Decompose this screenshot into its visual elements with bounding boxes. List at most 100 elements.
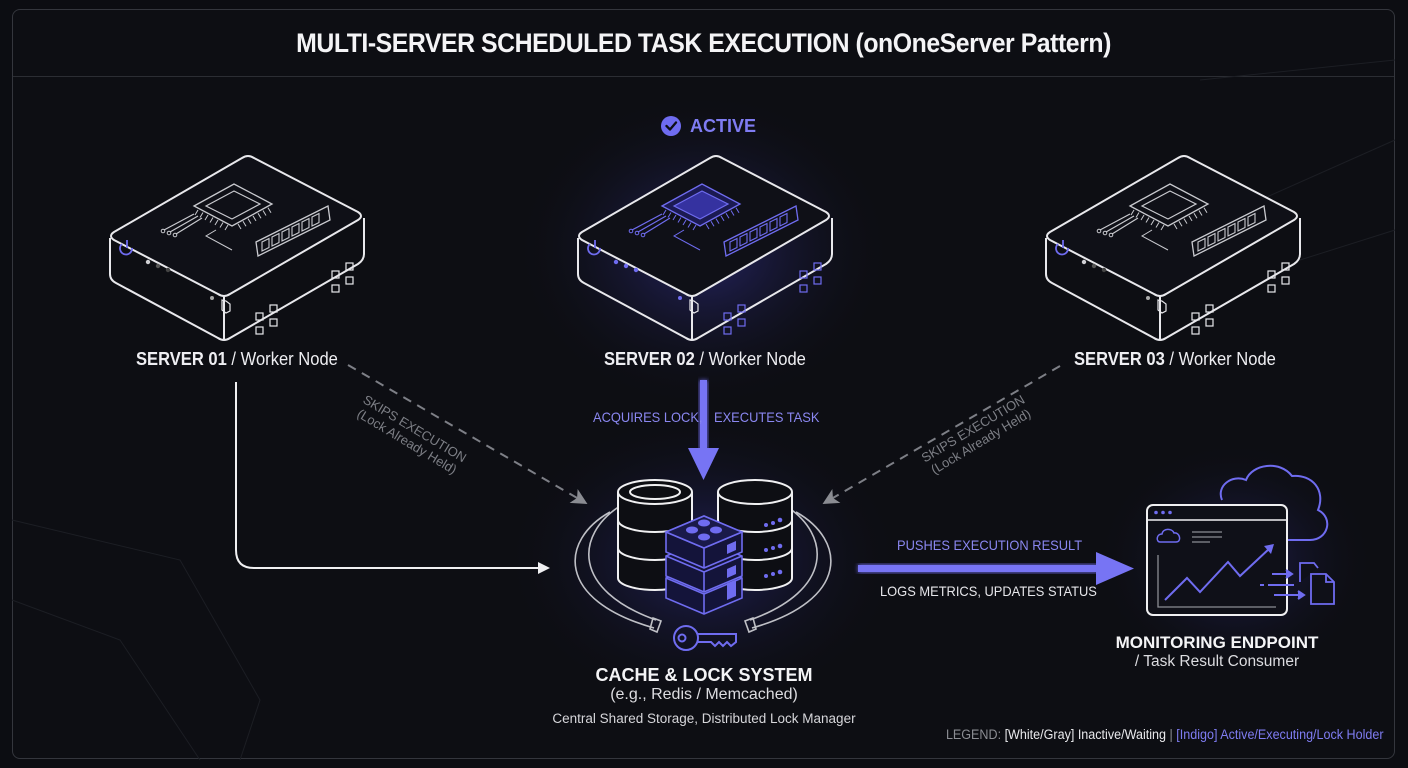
circuit-traces <box>1099 213 1139 235</box>
status-led <box>1081 259 1087 265</box>
legend-inactive: [White/Gray] Inactive/Waiting <box>1005 727 1167 742</box>
port-icon <box>723 312 732 321</box>
status-led <box>1101 267 1107 273</box>
legend-separator: | <box>1169 727 1174 742</box>
port-icon <box>1281 276 1290 285</box>
executes-task-label: EXECUTES TASK <box>714 409 820 425</box>
port-icon <box>737 318 746 327</box>
ram-stick-icon <box>1191 205 1267 257</box>
server-01-label: SERVER 01 / Worker Node <box>136 349 338 370</box>
status-led <box>210 296 214 300</box>
status-led <box>623 263 629 269</box>
port-icon <box>1267 284 1276 293</box>
status-led <box>1091 263 1097 269</box>
status-led <box>1146 296 1150 300</box>
power-icon <box>1055 240 1069 256</box>
ram-stick-icon <box>255 205 331 257</box>
server-02-icon[interactable] <box>577 155 833 341</box>
server-top <box>578 155 830 297</box>
legend-prefix: LEGEND: <box>946 727 1002 742</box>
status-led <box>613 259 619 265</box>
document-icon <box>1299 562 1335 605</box>
server-01-connector <box>235 382 550 574</box>
database-status-dots <box>764 517 783 578</box>
port-icon <box>255 326 264 335</box>
title-bar: MULTI-SERVER SCHEDULED TASK EXECUTION (o… <box>13 10 1394 77</box>
monitoring-title: MONITORING ENDPOINT <box>1115 633 1319 652</box>
power-icon <box>119 240 133 256</box>
background-decoration <box>11 59 1396 761</box>
server-02-role: / Worker Node <box>699 349 806 369</box>
legend: LEGEND: [White/Gray] Inactive/Waiting | … <box>946 727 1384 742</box>
legend-active: [Indigo] Active/Executing/Lock Holder <box>1176 727 1384 742</box>
cache-lock-system-icon[interactable] <box>574 479 832 651</box>
port-icon <box>345 276 354 285</box>
port-icon <box>255 312 264 321</box>
status-led <box>633 267 639 273</box>
port-icon <box>799 270 808 279</box>
server-02-name: SERVER 02 <box>604 349 695 369</box>
push-result-label: PUSHES EXECUTION RESULT <box>897 537 1083 553</box>
status-led <box>155 263 161 269</box>
port-icon <box>331 270 340 279</box>
port-icon <box>813 262 822 271</box>
port-icon <box>1205 318 1214 327</box>
power-icon <box>587 240 601 256</box>
cloud-icon <box>1219 464 1329 541</box>
data-flow-arrows <box>1260 569 1306 600</box>
trend-chart-icon <box>1164 547 1271 601</box>
port-icon <box>269 318 278 327</box>
port-icon <box>1267 270 1276 279</box>
check-circle-icon <box>661 116 681 136</box>
dashboard-window-icon <box>1146 504 1288 616</box>
ethernet-port-icon <box>689 299 699 314</box>
port-icon <box>1191 326 1200 335</box>
server-top <box>1046 155 1298 297</box>
status-led <box>145 259 151 265</box>
server-03-icon[interactable] <box>1045 155 1301 341</box>
status-led <box>165 267 171 273</box>
active-badge: ACTIVE <box>690 116 756 137</box>
server-03-label: SERVER 03 / Worker Node <box>1074 349 1276 370</box>
circuit-traces <box>163 213 203 235</box>
ethernet-port-icon <box>221 299 231 314</box>
server-03-name: SERVER 03 <box>1074 349 1165 369</box>
port-icon <box>737 304 746 313</box>
port-icon <box>331 284 340 293</box>
push-result-arrow <box>858 552 1134 585</box>
ram-stick-icon <box>723 205 799 257</box>
ethernet-port-icon <box>1157 299 1167 314</box>
port-icon <box>345 262 354 271</box>
stacked-cache-icon <box>663 515 745 615</box>
monitoring-endpoint-icon[interactable] <box>1146 464 1335 616</box>
server-01-role: / Worker Node <box>231 349 338 369</box>
port-icon <box>1205 304 1214 313</box>
cache-ring <box>574 505 832 634</box>
port-icon <box>1281 262 1290 271</box>
key-icon <box>673 625 737 651</box>
server-01-icon[interactable] <box>109 155 365 341</box>
acquires-lock-label: ACQUIRES LOCK, <box>593 409 703 425</box>
cpu-chip-icon <box>192 183 274 227</box>
cache-system-subtitle: (e.g., Redis / Memcached) <box>610 686 798 703</box>
server-01-skip-arrow <box>347 364 588 505</box>
port-icon <box>799 284 808 293</box>
port-icon <box>723 326 732 335</box>
logs-metrics-label: LOGS METRICS, UPDATES STATUS <box>880 583 1097 599</box>
cache-system-title: CACHE & LOCK SYSTEM <box>595 665 813 685</box>
cpu-chip-icon <box>1128 183 1210 227</box>
status-led <box>678 296 682 300</box>
server-03-skip-arrow <box>822 365 1061 505</box>
server-03-role: / Worker Node <box>1169 349 1276 369</box>
cache-system-description: Central Shared Storage, Distributed Lock… <box>552 711 856 726</box>
monitoring-subtitle: / Task Result Consumer <box>1134 653 1300 670</box>
server-02-label: SERVER 02 / Worker Node <box>604 349 806 370</box>
server-01-name: SERVER 01 <box>136 349 227 369</box>
circuit-traces <box>631 213 671 235</box>
port-icon <box>813 276 822 285</box>
active-badge-label: ACTIVE <box>690 116 757 136</box>
page-title: MULTI-SERVER SCHEDULED TASK EXECUTION (o… <box>296 28 1111 58</box>
port-icon <box>269 304 278 313</box>
server-02-lock-arrow <box>688 380 719 480</box>
